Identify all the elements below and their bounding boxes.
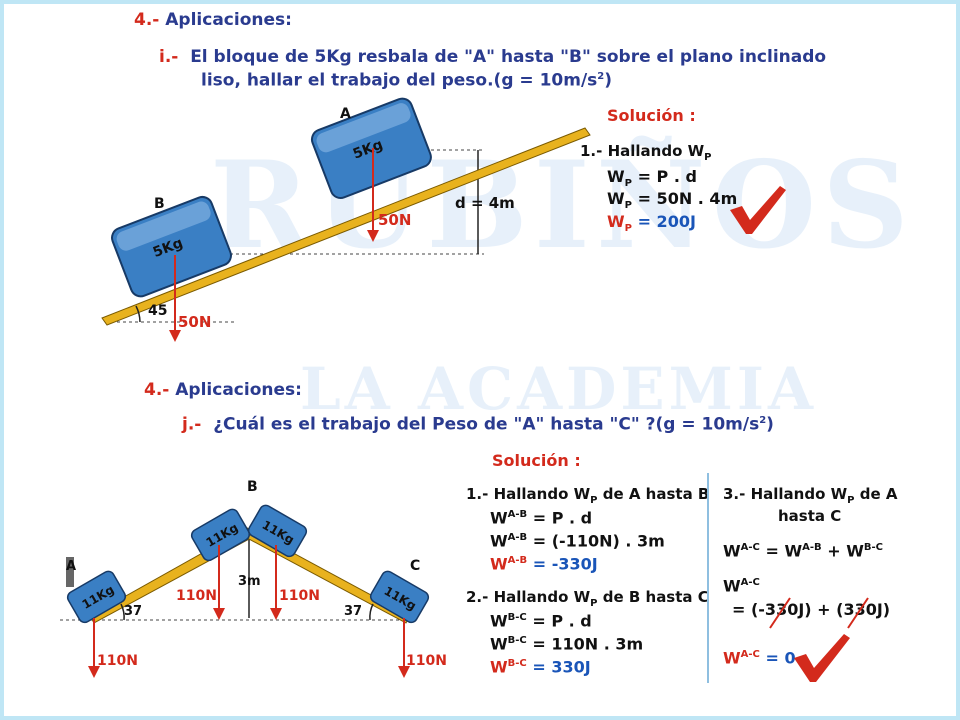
angle-arc-left: [120, 603, 125, 621]
height-label: 3m: [238, 574, 261, 589]
force-b-label: 50N: [178, 313, 211, 331]
force-label-2: 110N: [176, 588, 217, 604]
block-left-top: [190, 508, 251, 562]
section2-step3: 3.- Hallando WP de A: [723, 485, 898, 506]
force-arrowhead-4: [398, 666, 410, 678]
force-arrowhead-b: [169, 330, 181, 342]
block-a: [310, 97, 432, 199]
section2-s3-eq3: WA-C = 0: [723, 648, 796, 668]
section2-s3-eq1: WA-C = WA-B + WB-C: [723, 541, 883, 561]
section1-solution-title: Solución :: [607, 106, 696, 125]
section2-header: 4.- Aplicaciones:: [144, 380, 302, 400]
incline-plane: [101, 127, 591, 326]
section2-s2-eq2: WB-C = 110N . 3m: [490, 634, 644, 654]
force-arrowhead-a: [367, 230, 379, 242]
force-label-3: 110N: [279, 588, 320, 604]
force-arrowhead-2: [213, 608, 225, 620]
section2-s1-eq2: WA-B = (-110N) . 3m: [490, 531, 665, 551]
watermark-subtitle: LA ACADEMIA: [300, 355, 817, 423]
checkmark-icon: [730, 186, 786, 234]
force-label-1: 110N: [97, 653, 138, 669]
column-divider: [707, 473, 709, 683]
section2-s2-eq1: WB-C = P . d: [490, 611, 592, 631]
angle-arc: [135, 305, 141, 323]
section1-eq2: WP = 50N . 4m: [607, 189, 738, 212]
section2-step3-line2: hasta C: [778, 507, 842, 525]
section1-header: 4.- Aplicaciones:: [134, 10, 292, 30]
section2-s2-eq3: WB-C = 330J: [490, 657, 591, 677]
block-c: [369, 570, 430, 624]
section2-s1-eq3: WA-B = -330J: [490, 554, 598, 574]
section1-eq1: WP = P . d: [607, 167, 697, 190]
section2-step2: 2.- Hallando WP de B hasta C: [466, 588, 709, 609]
angle-label-left: 37: [124, 604, 142, 619]
section2-solution-title: Solución :: [492, 451, 581, 470]
block-a-2: [66, 570, 127, 624]
label-a: A: [340, 106, 351, 122]
section1-eq3: WP = 200J: [607, 212, 696, 235]
force-a-label: 50N: [378, 211, 411, 229]
checkmark-icon-2: [794, 634, 850, 682]
section2-s1-eq1: WA-B = P . d: [490, 508, 593, 528]
wall-a: [66, 557, 74, 587]
section2-s3-eq2: = (-330J) + (330J): [732, 600, 891, 619]
force-label-4: 110N: [406, 653, 447, 669]
section1-problem-line1: i.- El bloque de 5Kg resbala de "A" hast…: [159, 47, 827, 67]
section2-problem: j.- ¿Cuál es el trabajo del Peso de "A" …: [182, 414, 774, 435]
force-arrowhead-1: [88, 666, 100, 678]
section2-step1: 1.- Hallando WP de A hasta B: [466, 485, 710, 506]
label-b-2: B: [247, 479, 258, 495]
angle-label-right: 37: [344, 604, 362, 619]
block-b: [111, 195, 232, 298]
section1-step1: 1.- Hallando WP: [580, 142, 712, 163]
label-a-2: A: [66, 559, 76, 574]
section1-problem-line2: liso, hallar el trabajo del peso.(g = 10…: [201, 70, 613, 91]
angle-label: 45: [148, 303, 167, 319]
label-b: B: [154, 196, 165, 212]
label-c-2: C: [410, 558, 420, 574]
force-arrowhead-3: [270, 608, 282, 620]
angle-arc-right: [369, 603, 374, 621]
section2-s3-w: WA-C: [723, 576, 760, 596]
distance-label: d = 4m: [455, 194, 515, 212]
block-right-top: [247, 504, 308, 558]
